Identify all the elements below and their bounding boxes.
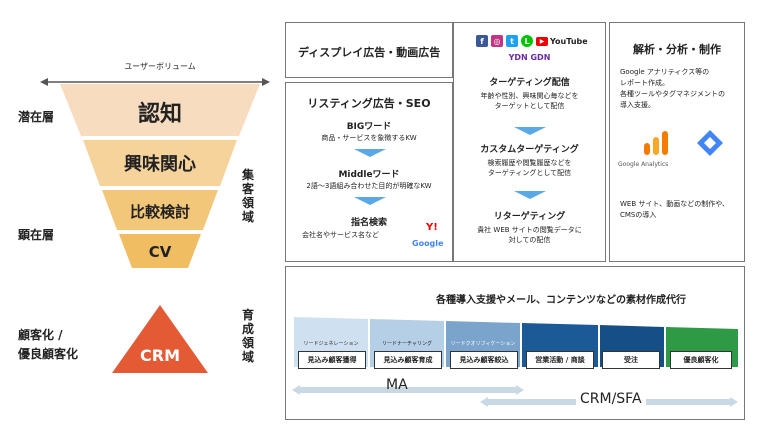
down-arrow-icon: [514, 127, 546, 135]
down-arrow-icon: [354, 197, 386, 205]
social-icons: f ◎ t L ▶ YouTube: [476, 35, 588, 47]
stage-lead-qualification: 見込み顧客絞込: [450, 351, 518, 369]
funnel-level-2-label: 興味関心: [124, 154, 196, 175]
left-label-customer: 顧客化 /: [18, 328, 63, 342]
volume-arrow-icon: [40, 78, 270, 86]
tag-manager-icon: [696, 129, 724, 157]
crm-label: CRM: [140, 346, 180, 365]
listing-box: リスティング広告・SEO BIGワード 商品・サービスを象徴するKW Middl…: [285, 82, 453, 262]
left-label-loyal: 優良顧客化: [18, 347, 79, 361]
targeting-title: ターゲティング配信: [489, 78, 570, 88]
funnel-level-4: [119, 234, 201, 268]
google-analytics-icon: [642, 129, 670, 157]
brand-search-desc: 会社名やサービス名など: [302, 231, 379, 239]
youtube-text: YouTube: [550, 36, 588, 46]
volume-label: ユーザーボリューム: [105, 61, 215, 72]
volume-arrow: [40, 71, 270, 86]
funnel-level-2: [83, 140, 237, 186]
stage-sales: 営業活動 / 商談: [526, 351, 594, 369]
custom-targeting-title: カスタムターゲティング: [480, 145, 579, 155]
stage-header-lead-generation: リードジェネレーション: [303, 341, 359, 347]
down-arrow-icon: [354, 149, 386, 157]
targeting-desc: 年齢や性別、興味関心毎などを ターゲットとして配信: [480, 92, 579, 110]
youtube-icon: ▶ YouTube: [536, 36, 588, 46]
stage-loyal-customer: 優良顧客化: [670, 351, 732, 369]
stage-header-lead-qualification: リードクオリフィケーション: [450, 341, 516, 347]
analytics-box: 解析・分析・制作 Google アナリティクス等の レポート作成。 各種ツールや…: [609, 22, 745, 262]
analytics-desc: Google アナリティクス等の レポート作成。 各種ツールやタグマネジメントの…: [620, 68, 725, 109]
crm-sfa-label: CRM/SFA: [576, 391, 646, 407]
instagram-icon: ◎: [491, 35, 503, 47]
funnel-level-3: [102, 190, 218, 230]
brand-search-title: 指名検索: [350, 218, 387, 228]
retargeting-desc: 貴社 WEB サイトの閲覧データに 対しての配信: [477, 226, 582, 244]
stage-lead-acquisition: 見込み顧客獲得: [298, 351, 366, 369]
funnel-shape: [60, 84, 260, 268]
ma-label: MA: [386, 377, 408, 393]
analytics-title: 解析・分析・制作: [633, 43, 721, 56]
targeting-box: f ◎ t L ▶ YouTube YDN GDN ターゲティング配信 年齢や性…: [453, 22, 606, 262]
big-word-title: BIGワード: [346, 122, 392, 132]
stage-header-lead-nurturing: リードナーチャリング: [382, 341, 432, 347]
funnel-level-1-label: 認知: [137, 102, 182, 127]
retargeting-title: リターゲティング: [493, 212, 566, 222]
yahoo-logo-icon: Y!: [426, 222, 438, 233]
facebook-icon: f: [476, 35, 488, 47]
funnel-level-4-label: CV: [148, 243, 172, 261]
stage-order: 受注: [602, 351, 660, 369]
crm-triangle: [112, 305, 208, 373]
nurture-area-label: 育 成 領 域: [242, 308, 255, 364]
support-title: 各種導入支援やメール、コンテンツなどの素材作成代行: [436, 295, 686, 306]
support-box: 各種導入支援やメール、コンテンツなどの素材作成代行 リードジェネレーション リー…: [285, 266, 745, 420]
middle-word-title: Middleワード: [338, 170, 400, 180]
stage-lead-nurturing: 見込み顧客育成: [374, 351, 442, 369]
google-analytics-label: Google Analytics: [618, 161, 669, 168]
twitter-icon: t: [506, 35, 518, 47]
network-labels: YDN GDN: [508, 53, 551, 62]
left-label-latent: 潜在層: [18, 110, 55, 124]
big-word-desc: 商品・サービスを象徴するKW: [321, 134, 417, 142]
display-ad-box: ディスプレイ広告・動画広告: [285, 22, 453, 78]
web-production-desc: WEB サイト、動画などの制作や、 CMSの導入: [620, 200, 730, 219]
display-ad-title: ディスプレイ広告・動画広告: [298, 46, 441, 59]
google-logo-icon: Google: [412, 239, 444, 248]
down-arrow-icon: [514, 191, 546, 199]
funnel-level-1: [60, 84, 260, 136]
acquisition-area-label: 集 客 領 域: [242, 168, 255, 224]
ma-range-arrow: [292, 385, 524, 395]
custom-targeting-desc: 検索履歴や閲覧履歴などを ターゲティングとして配信: [487, 159, 572, 177]
middle-word-desc: 2語～3語組み合わせた目的が明確なKW: [306, 182, 432, 190]
line-icon: L: [521, 35, 533, 47]
funnel-level-3-label: 比較検討: [129, 203, 190, 221]
left-label-apparent: 顕在層: [18, 228, 55, 242]
listing-title: リスティング広告・SEO: [307, 97, 431, 110]
